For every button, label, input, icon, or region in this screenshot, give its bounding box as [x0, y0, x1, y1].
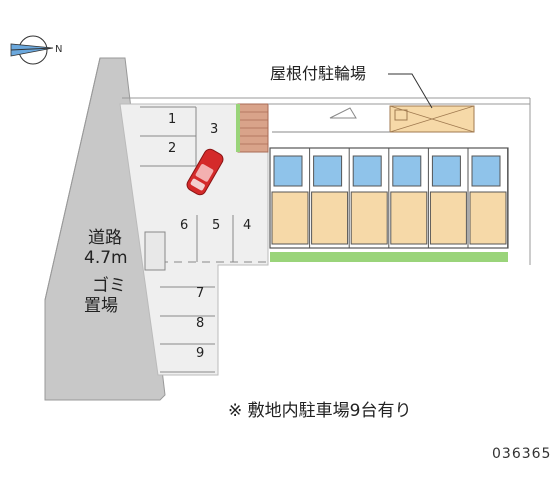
unit-bath-5: [431, 155, 461, 187]
car-icon: [186, 148, 224, 196]
parking-slot-6: 6: [180, 218, 188, 233]
unit-room-3: [350, 191, 388, 245]
road-width: 4.7m: [84, 248, 128, 268]
parking-slot-1: 1: [168, 112, 176, 127]
unit-bath-2: [313, 155, 343, 187]
north-arrow-icon: [10, 35, 54, 65]
unit-room-1: [271, 191, 309, 245]
garbage-label-line2: 置場: [84, 296, 118, 316]
parking-slot-9: 9: [196, 346, 204, 361]
garbage-label-line1: ゴミ: [92, 276, 126, 296]
unit-bath-3: [352, 155, 382, 187]
parking-note: ※ 敷地内駐車場9台有り: [228, 401, 412, 421]
unit-bath-1: [273, 155, 303, 187]
unit-room-2: [311, 191, 349, 245]
north-letter: N: [55, 44, 62, 55]
stairs: [272, 107, 390, 133]
garbage-area: [144, 231, 166, 271]
unit-room-6: [469, 191, 507, 245]
parking-slot-8: 8: [196, 316, 204, 331]
parking-slot-5: 5: [212, 218, 220, 233]
unit-bath-4: [392, 155, 422, 187]
unit-room-4: [390, 191, 428, 245]
hedge: [270, 252, 508, 262]
callout-line: [388, 73, 433, 109]
parking-slot-4: 4: [243, 218, 251, 233]
parking-slot-3: 3: [210, 122, 218, 137]
roofed-bike-parking-label: 屋根付駐輪場: [270, 64, 367, 83]
unit-room-5: [429, 191, 467, 245]
parking-slot-2: 2: [168, 141, 176, 156]
parking-slot-lines: [140, 106, 268, 373]
parking-slot-7: 7: [196, 286, 204, 301]
property-code: 036365: [492, 446, 550, 462]
road-name: 道路: [88, 228, 122, 248]
unit-bath-6: [471, 155, 501, 187]
